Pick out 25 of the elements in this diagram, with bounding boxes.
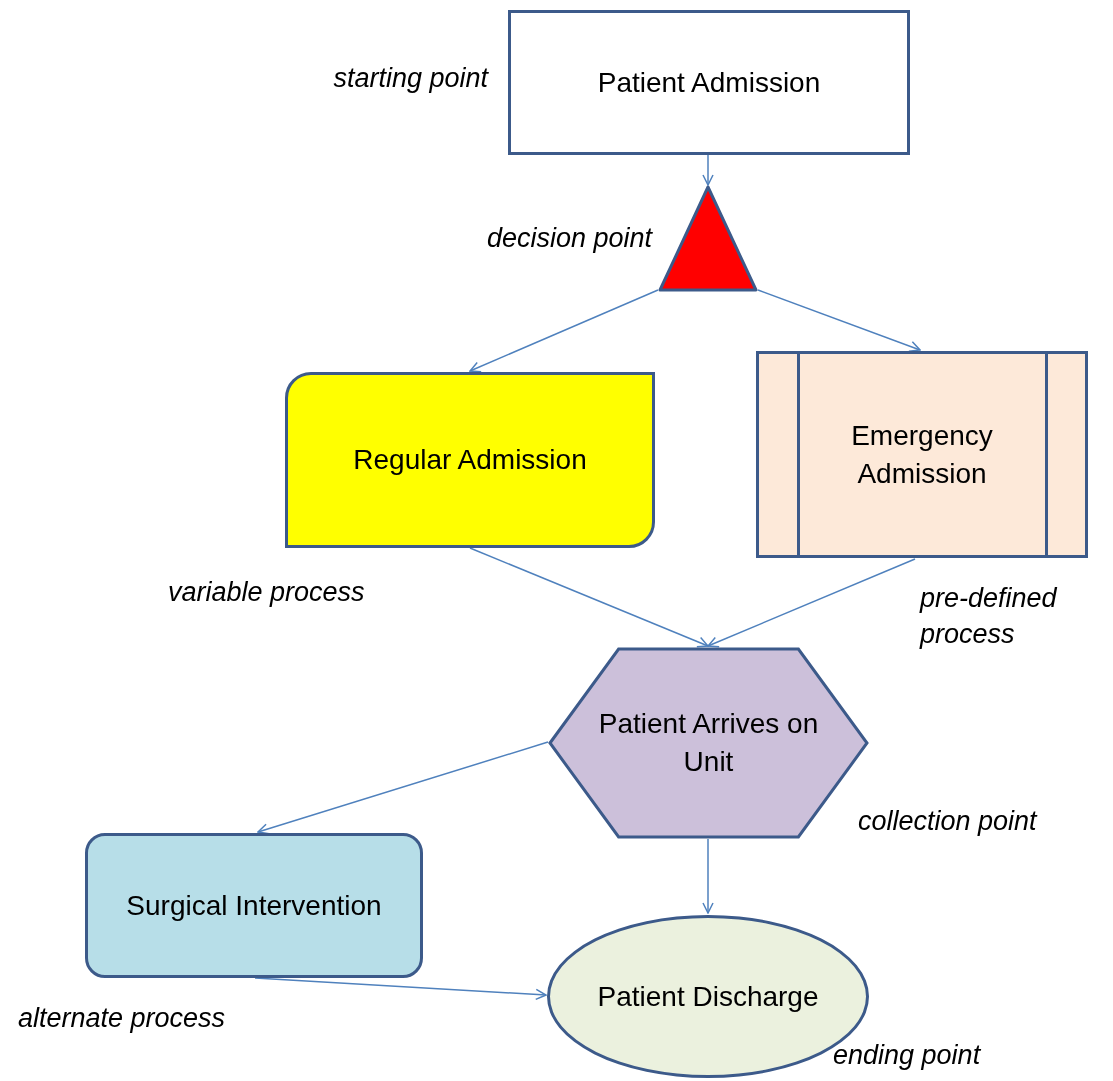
- node-label: Emergency Admission: [850, 418, 994, 491]
- node-label: Surgical Intervention: [125, 888, 383, 923]
- annotation-text: alternate process: [18, 1002, 227, 1035]
- annotation-text: starting point: [332, 62, 488, 95]
- node-label: Patient Discharge: [596, 979, 820, 1014]
- node-label: Regular Admission: [352, 443, 588, 478]
- process-box: [85, 833, 423, 978]
- decision-triangle: [658, 185, 758, 292]
- arrow: [702, 838, 714, 914]
- annotation-text: ending point: [833, 1039, 982, 1072]
- predefined-process-box: [756, 351, 1088, 558]
- annotation-text: variable process: [168, 576, 366, 609]
- arrow: [257, 741, 549, 835]
- annotation-text: decision point: [485, 222, 652, 255]
- arrow: [469, 547, 709, 648]
- process-box: [508, 10, 910, 155]
- process-box: [285, 372, 655, 548]
- annotation-text: pre-defined process: [920, 582, 1058, 652]
- arrow: [707, 558, 916, 648]
- annotation-text: collection point: [858, 805, 1039, 838]
- arrow: [702, 154, 714, 186]
- arrow: [757, 289, 921, 352]
- arrow: [469, 289, 659, 373]
- node-label: Patient Admission: [596, 65, 822, 100]
- node-label: Patient Arrives on Unit: [597, 707, 820, 779]
